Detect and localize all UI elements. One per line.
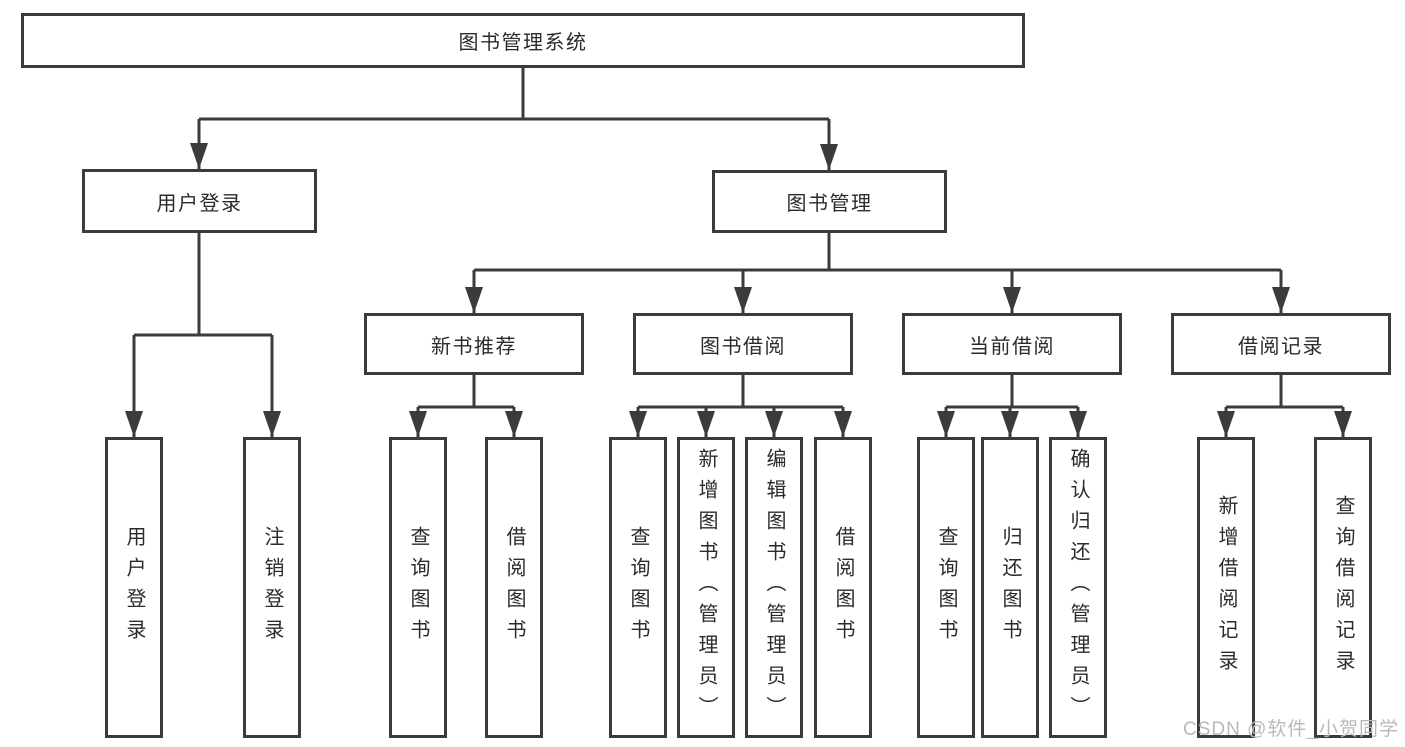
leaf-query-books-2: 查询图书 — [609, 437, 667, 738]
node-book-management: 图书管理 — [712, 170, 947, 233]
node-current-borrow: 当前借阅 — [902, 313, 1122, 375]
node-user-login: 用户登录 — [82, 169, 317, 233]
leaf-borrow-books-2-label: 借阅图书 — [832, 525, 854, 650]
node-user-login-label: 用户登录 — [156, 192, 243, 215]
node-new-book-recommend-label: 新书推荐 — [431, 335, 517, 358]
leaf-query-borrow-record: 查询借阅记录 — [1314, 437, 1372, 738]
leaf-logout-label: 注销登录 — [261, 525, 283, 650]
leaf-logout: 注销登录 — [243, 437, 301, 738]
arrowheads — [125, 143, 1352, 437]
leaf-user-login: 用户登录 — [105, 437, 163, 738]
leaf-confirm-return-admin-label: 确认归还（管理员） — [1067, 448, 1089, 727]
node-borrow-records: 借阅记录 — [1171, 313, 1391, 375]
node-book-management-label: 图书管理 — [786, 193, 873, 215]
node-borrow-records-label: 借阅记录 — [1238, 335, 1324, 358]
node-new-book-recommend: 新书推荐 — [364, 313, 584, 375]
node-root: 图书管理系统 — [21, 13, 1025, 68]
node-book-borrow-label: 图书借阅 — [700, 335, 786, 358]
leaf-query-books-2-label: 查询图书 — [627, 525, 649, 650]
leaf-add-borrow-record-label: 新增借阅记录 — [1215, 494, 1237, 681]
node-root-label: 图书管理系统 — [458, 32, 588, 54]
leaf-query-borrow-record-label: 查询借阅记录 — [1332, 494, 1354, 681]
leaf-user-login-label: 用户登录 — [123, 525, 145, 650]
leaf-borrow-books-1: 借阅图书 — [485, 437, 543, 738]
node-current-borrow-label: 当前借阅 — [969, 335, 1055, 358]
csdn-watermark: CSDN @软件_小贺同学 — [1183, 719, 1399, 740]
leaf-add-borrow-record: 新增借阅记录 — [1197, 437, 1255, 738]
leaf-confirm-return-admin: 确认归还（管理员） — [1049, 437, 1107, 738]
leaf-borrow-books-2: 借阅图书 — [814, 437, 872, 738]
leaf-query-books-3-label: 查询图书 — [935, 525, 957, 650]
leaf-return-book-label: 归还图书 — [999, 525, 1021, 650]
leaf-query-books-1-label: 查询图书 — [407, 525, 429, 650]
leaf-query-books-1: 查询图书 — [389, 437, 447, 738]
leaf-return-book: 归还图书 — [981, 437, 1039, 738]
leaf-borrow-books-1-label: 借阅图书 — [503, 525, 525, 650]
node-book-borrow: 图书借阅 — [633, 313, 853, 375]
leaf-query-books-3: 查询图书 — [917, 437, 975, 738]
leaf-edit-book-admin: 编辑图书（管理员） — [745, 437, 803, 738]
leaf-add-book-admin-label: 新增图书（管理员） — [695, 448, 717, 727]
leaf-add-book-admin: 新增图书（管理员） — [677, 437, 735, 738]
leaf-edit-book-admin-label: 编辑图书（管理员） — [763, 448, 785, 727]
